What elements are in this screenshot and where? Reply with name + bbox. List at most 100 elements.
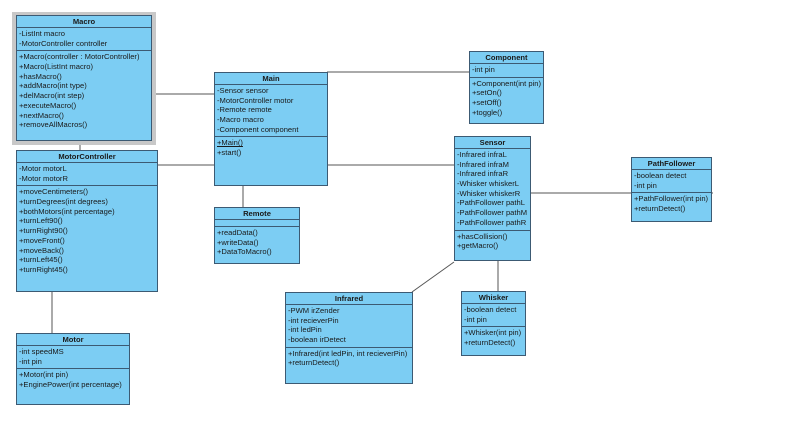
- operation: +removeAllMacros(): [19, 120, 88, 130]
- attributes-section: -int pin: [470, 64, 543, 78]
- operation: +addMacro(int type): [19, 81, 87, 91]
- attribute: -PathFollower pathL: [457, 198, 525, 208]
- attribute: -Remote remote: [217, 105, 272, 115]
- attribute: -int pin: [634, 180, 657, 190]
- operation: +hasMacro(): [19, 71, 62, 81]
- attribute: -int recieverPin: [288, 315, 339, 325]
- operation: +EnginePower(int percentage): [19, 380, 122, 390]
- operation: +getMacro(): [457, 241, 499, 251]
- operations-section: +Motor(int pin)+EnginePower(int percenta…: [17, 369, 129, 391]
- operation: +returnDetect(): [464, 338, 516, 348]
- class-name: Component: [470, 52, 543, 64]
- class-name: Whisker: [462, 292, 525, 304]
- operation: +hasCollision(): [457, 231, 508, 241]
- attributes-section: -PWM irZender-int recieverPin-int ledPin…: [286, 305, 412, 348]
- operation: +returnDetect(): [634, 204, 686, 214]
- operation: +Whisker(int pin): [464, 328, 522, 338]
- class-pathfollower[interactable]: PathFollower-boolean detect-int pin+Path…: [631, 157, 712, 222]
- class-whisker[interactable]: Whisker-boolean detect-int pin+Whisker(i…: [461, 291, 526, 356]
- operations-section: +readData()+writeData()+DataToMacro(): [215, 227, 299, 259]
- attribute: -int pin: [19, 356, 42, 366]
- operation: +delMacro(int step): [19, 91, 85, 101]
- attribute: -ListInt macro: [19, 29, 65, 38]
- attribute: -Component component: [217, 124, 299, 134]
- operation: +Infrared(int ledPin, int recieverPin): [288, 348, 408, 358]
- attribute: -Infrared infraL: [457, 150, 507, 159]
- operations-section: +moveCentimeters()+turnDegrees(int degre…: [17, 186, 157, 276]
- operation: +PathFollower(int pin): [634, 194, 709, 204]
- attribute: -boolean detect: [634, 171, 687, 180]
- attribute: -boolean irDetect: [288, 335, 346, 345]
- operation: +readData(): [217, 228, 258, 237]
- operation: +turnRight90(): [19, 226, 68, 236]
- class-name: Sensor: [455, 137, 530, 149]
- class-name: Remote: [215, 208, 299, 220]
- attribute: -Motor motorL: [19, 164, 67, 173]
- attribute: -int speedMS: [19, 347, 64, 356]
- operation: +setOn(): [472, 88, 502, 98]
- class-name: PathFollower: [632, 158, 711, 170]
- operation: +nextMacro(): [19, 110, 64, 120]
- attribute: -int ledPin: [288, 325, 322, 335]
- operations-section: +Whisker(int pin)+returnDetect(): [462, 327, 525, 349]
- operation: +writeData(): [217, 237, 259, 247]
- class-main[interactable]: Main-Sensor sensor-MotorController motor…: [214, 72, 328, 186]
- operations-section: +Component(int pin)+setOn()+setOff()+tog…: [470, 78, 543, 120]
- operation: +moveFront(): [19, 235, 65, 245]
- class-remote[interactable]: Remote +readData()+writeData()+DataToMacr…: [214, 207, 300, 264]
- attribute: -MotorController controller: [19, 38, 108, 48]
- class-name: Macro: [17, 16, 151, 28]
- operations-section: +hasCollision()+getMacro(): [455, 231, 530, 253]
- class-name: Motor: [17, 334, 129, 346]
- attribute: -PWM irZender: [288, 306, 340, 315]
- operation: +moveBack(): [19, 245, 64, 255]
- attribute: -Whisker whiskerR: [457, 188, 521, 198]
- attributes-section: -int speedMS-int pin: [17, 346, 129, 370]
- operation: +turnLeft45(): [19, 255, 63, 265]
- operation: +Motor(int pin): [19, 370, 69, 380]
- association-sensor-infrared[interactable]: [411, 261, 455, 293]
- attribute: -PathFollower pathM: [457, 208, 528, 218]
- operation: +turnRight45(): [19, 264, 68, 274]
- class-infrared[interactable]: Infrared-PWM irZender-int recieverPin-in…: [285, 292, 413, 384]
- attributes-section: -ListInt macro-MotorController controlle…: [17, 28, 151, 52]
- operation: +moveCentimeters(): [19, 187, 88, 197]
- class-sensor[interactable]: Sensor-Infrared infraL-Infrared infraM-I…: [454, 136, 531, 261]
- class-macro[interactable]: Macro-ListInt macro-MotorController cont…: [16, 15, 152, 141]
- class-name: MotorController: [17, 151, 157, 163]
- attribute: -Motor motorR: [19, 173, 68, 183]
- operation: +Component(int pin): [472, 78, 542, 88]
- class-name: Main: [215, 73, 327, 85]
- operation: +executeMacro(): [19, 100, 77, 110]
- operation: +setOff(): [472, 98, 502, 108]
- operation: +start(): [217, 148, 242, 158]
- attribute: -Infrared infraR: [457, 169, 509, 179]
- class-motorcontroller[interactable]: MotorController-Motor motorL-Motor motor…: [16, 150, 158, 292]
- attribute: -int pin: [464, 314, 487, 324]
- operations-section: +Macro(controller : MotorController)+Mac…: [17, 51, 151, 132]
- operation: +turnDegrees(int degrees): [19, 197, 108, 207]
- attributes-section: -Motor motorL-Motor motorR: [17, 163, 157, 187]
- operation: +DataToMacro(): [217, 247, 272, 257]
- attribute: -Sensor sensor: [217, 86, 269, 95]
- class-component[interactable]: Component-int pin+Component(int pin)+set…: [469, 51, 544, 124]
- operation: +Macro(controller : MotorController): [19, 52, 140, 62]
- attributes-section: -Infrared infraL-Infrared infraM-Infrare…: [455, 149, 530, 231]
- attribute: -Whisker whiskerL: [457, 179, 520, 189]
- operation: +toggle(): [472, 107, 503, 117]
- attributes-section: -boolean detect-int pin: [632, 170, 711, 194]
- attribute: -PathFollower pathR: [457, 217, 527, 227]
- attribute: -Macro macro: [217, 115, 264, 125]
- operation: +Main(): [217, 138, 243, 148]
- attributes-section: -boolean detect-int pin: [462, 304, 525, 328]
- operation: +bothMotors(int percentage): [19, 206, 115, 216]
- operations-section: +PathFollower(int pin)+returnDetect(): [632, 193, 711, 215]
- operations-section: +Main()+start(): [215, 137, 327, 159]
- attribute: -boolean detect: [464, 305, 517, 314]
- class-motor[interactable]: Motor-int speedMS-int pin+Motor(int pin)…: [16, 333, 130, 405]
- attributes-section: -Sensor sensor-MotorController motor-Rem…: [215, 85, 327, 138]
- operations-section: +Infrared(int ledPin, int recieverPin)+r…: [286, 348, 412, 370]
- class-name: Infrared: [286, 293, 412, 305]
- operation: +returnDetect(): [288, 358, 340, 368]
